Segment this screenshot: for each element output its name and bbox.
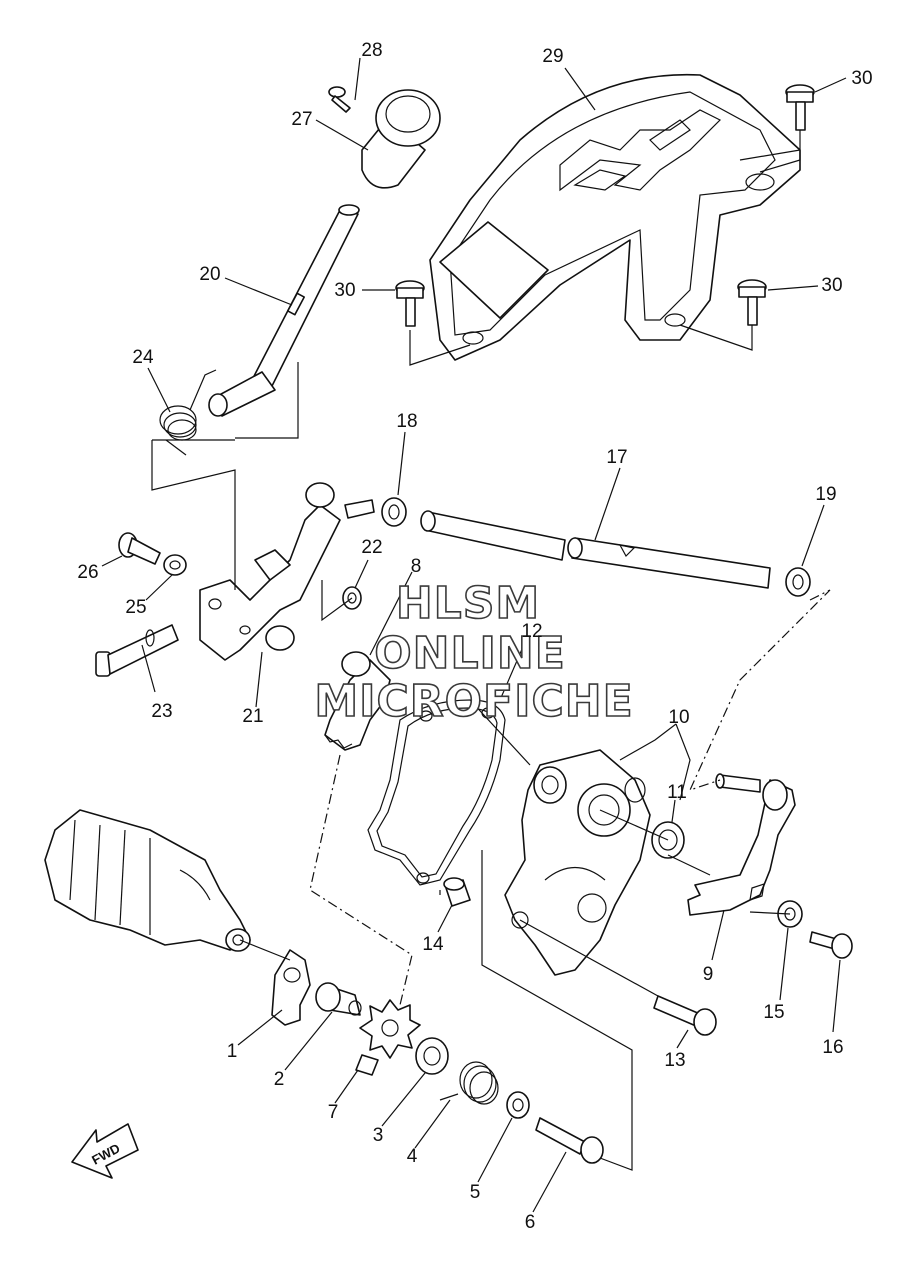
callout-12: 12 <box>521 621 542 642</box>
washer-part-5 <box>506 1091 530 1119</box>
bolt-part-23 <box>95 624 179 677</box>
dowel-pin-part-14 <box>443 877 471 907</box>
callout-2: 2 <box>274 1069 285 1090</box>
bolt-part-6 <box>535 1117 604 1164</box>
callout-28: 28 <box>361 40 382 61</box>
shift-housing-part-10 <box>504 749 651 976</box>
callout-16: 16 <box>822 1037 843 1058</box>
callout-3: 3 <box>373 1125 384 1146</box>
stopper-part-1 <box>271 949 311 1026</box>
collar-part-18 <box>381 497 407 527</box>
callout-8: 8 <box>411 556 422 577</box>
shift-gate-cover-part-29 <box>429 73 801 361</box>
callout-30-top: 30 <box>851 68 872 89</box>
shift-segment-part-8 <box>324 651 391 751</box>
watermark-line-1: HLSM <box>396 578 540 629</box>
callout-30-right: 30 <box>821 275 842 296</box>
spring-part-4 <box>439 1061 499 1105</box>
washer-part-25 <box>163 554 187 576</box>
bolt-part-30-right <box>737 279 767 326</box>
screw-part-28 <box>328 86 351 113</box>
callout-26: 26 <box>77 562 98 583</box>
callout-numbers: 28 27 29 30 30 30 20 24 18 17 19 22 8 26… <box>77 40 872 1233</box>
callout-5: 5 <box>470 1182 481 1203</box>
callout-30-left: 30 <box>334 280 355 301</box>
collar-part-2 <box>315 982 362 1016</box>
callout-19: 19 <box>815 484 836 505</box>
callout-1: 1 <box>227 1041 238 1062</box>
bolt-part-16 <box>809 931 853 959</box>
callout-17: 17 <box>606 447 627 468</box>
shift-drum <box>44 809 251 952</box>
collar-part-19 <box>785 567 811 597</box>
forward-direction-arrow: FWD <box>71 1123 139 1179</box>
callout-7: 7 <box>328 1102 339 1123</box>
callout-23: 23 <box>151 701 172 722</box>
callout-14: 14 <box>422 934 444 955</box>
callout-29: 29 <box>542 46 563 67</box>
watermark-line-3: MICROFICHE <box>314 676 633 727</box>
bolt-part-13 <box>653 995 717 1036</box>
watermark-line-2: ONLINE <box>374 628 566 679</box>
shift-lever-rod-part-20 <box>208 204 360 417</box>
callout-22: 22 <box>361 537 382 558</box>
callout-6: 6 <box>525 1212 536 1233</box>
callout-4: 4 <box>407 1146 418 1167</box>
washer-part-3 <box>415 1037 449 1075</box>
gasket-part-12 <box>367 699 506 886</box>
callout-9: 9 <box>703 964 714 985</box>
callout-20: 20 <box>199 264 220 285</box>
shift-knob-part-27 <box>361 89 441 189</box>
callout-21: 21 <box>242 706 263 727</box>
linkage-arm-part-21 <box>199 482 375 661</box>
callout-13: 13 <box>664 1050 685 1071</box>
torsion-spring-part-24 <box>159 369 217 456</box>
callout-15: 15 <box>763 1002 784 1023</box>
star-segment-part-7 <box>355 999 421 1076</box>
shift-arm-part-9 <box>687 773 796 916</box>
callout-27: 27 <box>291 109 312 130</box>
assembly-reference-lines <box>151 130 831 1171</box>
callout-leaders <box>101 57 847 1213</box>
bolt-part-26 <box>118 532 161 565</box>
bolt-part-30-top <box>785 84 815 131</box>
callout-25: 25 <box>125 597 146 618</box>
watermark: HLSM ONLINE MICROFICHE <box>314 577 634 728</box>
shaft-part-17 <box>420 510 771 589</box>
callout-10: 10 <box>668 707 689 728</box>
callout-18: 18 <box>396 411 417 432</box>
callout-11: 11 <box>667 782 687 803</box>
bolt-part-30-left <box>395 280 425 327</box>
callout-24: 24 <box>132 347 154 368</box>
